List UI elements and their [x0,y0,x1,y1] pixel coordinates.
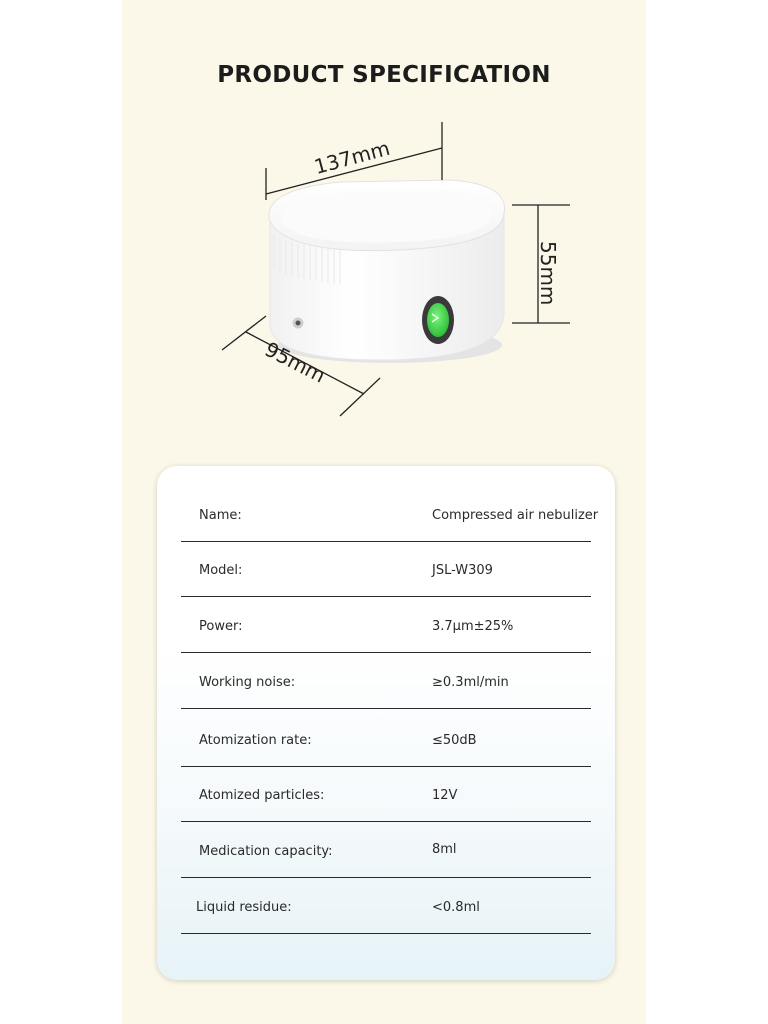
spec-row-liquid-residue: Liquid residue: <0.8ml [181,878,591,934]
spec-label: Name: [199,508,242,523]
spec-label: Atomization rate: [199,733,312,748]
row-divider [181,596,591,597]
length-label: 137mm [312,136,393,179]
spec-label: Working noise: [199,675,296,690]
nebulizer-device [268,179,506,363]
page-title: PRODUCT SPECIFICATION [217,62,551,88]
width-dimension-line [221,315,381,417]
height-label: 55mm [536,241,560,305]
spec-label: Liquid residue: [196,900,292,915]
spec-value: JSL-W309 [432,563,493,578]
row-divider [181,877,591,878]
row-divider [181,652,591,653]
spec-row-atomization-rate: Atomization rate: ≤50dB [181,711,591,767]
spec-label: Atomized particles: [199,788,325,803]
height-dimension-line [512,204,570,324]
spec-value: Compressed air nebulizer [432,508,599,523]
spec-value: 12V [432,788,458,803]
row-divider [181,766,591,767]
spec-row-power: Power: 3.7μm±25% [181,597,591,653]
spec-value: 3.7μm±25% [432,619,514,634]
row-divider [181,821,591,822]
spec-label: Model: [199,563,243,578]
length-dimension-line [265,122,443,200]
row-divider [181,541,591,542]
row-divider [181,708,591,709]
specification-card: Name: Compressed air nebulizer Model: JS… [157,466,615,980]
spec-row-medication-capacity: Medication capacity: 8ml [181,822,591,878]
spec-value: ≥0.3ml/min [432,675,509,690]
spec-label: Power: [199,619,243,634]
spec-value: ≤50dB [432,733,477,748]
spec-row-atomized-particles: Atomized particles: 12V [181,766,591,822]
spec-row-working-noise: Working noise: ≥0.3ml/min [181,653,591,709]
spec-value: 8ml [432,842,457,857]
product-dimension-diagram: 137mm 55mm 95mm [221,122,570,417]
spec-row-model: Model: JSL-W309 [181,541,591,597]
spec-label: Medication capacity: [199,844,333,859]
spec-value: <0.8ml [432,900,480,915]
spec-row-name: Name: Compressed air nebulizer [181,486,598,542]
row-divider [181,933,591,934]
